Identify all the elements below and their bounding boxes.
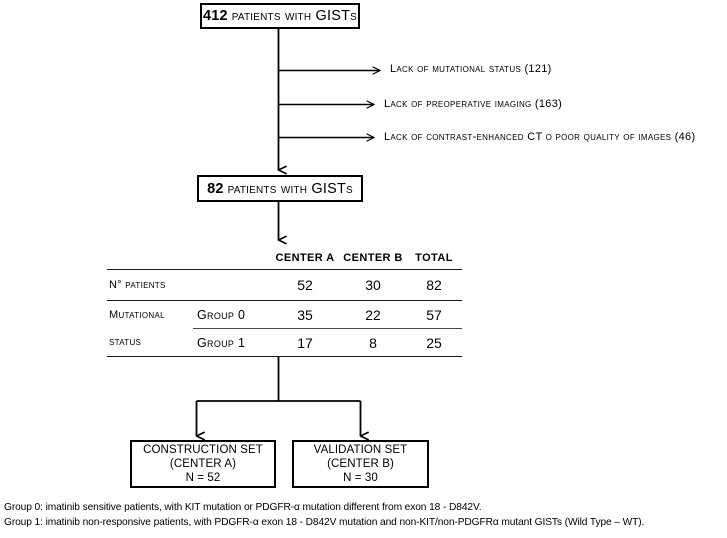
- validation-set-title: VALIDATION SET: [313, 444, 408, 456]
- cell-group0-total: 57: [406, 300, 462, 329]
- cell-group1-center-b: 8: [340, 328, 406, 357]
- row-label-status: status: [107, 328, 193, 357]
- construction-set-center: (CENTER A): [169, 458, 237, 470]
- mid-cohort-text: 82 patients with GISTs: [207, 181, 353, 197]
- node-top-cohort: 412 patients with GISTs: [200, 3, 360, 29]
- header-center-a: CENTER A: [270, 247, 340, 270]
- node-mid-cohort: 82 patients with GISTs: [197, 175, 363, 202]
- mutational-status-table: CENTER A CENTER B TOTAL N° patients 52 3…: [107, 247, 462, 357]
- node-validation-set: VALIDATION SET (CENTER B) N = 30: [292, 440, 429, 488]
- connector-table-split: [195, 356, 369, 441]
- top-cohort-label: patients with GISTs: [231, 8, 358, 24]
- construction-set-n: N = 52: [185, 472, 221, 484]
- row-group-blank: [193, 269, 270, 301]
- validation-set-center: (CENTER B): [327, 458, 394, 470]
- table-row: Mutational Group 0 35 22 57: [107, 300, 462, 329]
- row-group-1: Group 1: [193, 328, 270, 357]
- top-cohort-text: 412 patients with GISTs: [203, 8, 357, 24]
- row-label-mutational: Mutational: [109, 308, 165, 321]
- header-total: TOTAL: [406, 247, 462, 270]
- exclusion-label-0: Lack of mutational status (121): [390, 63, 552, 75]
- table-row: N° patients 52 30 82: [107, 269, 462, 301]
- exclusion-label-1: Lack of preoperative imaging (163): [384, 98, 563, 110]
- cell-patients-center-b: 30: [340, 269, 406, 301]
- header-center-b: CENTER B: [340, 247, 406, 270]
- cell-patients-center-a: 52: [270, 269, 340, 301]
- footnote-group-1: Group 1: imatinib non-responsive patient…: [4, 517, 645, 528]
- cell-patients-total: 82: [406, 269, 462, 301]
- cell-group0-center-a: 35: [270, 300, 340, 329]
- exclusion-label-2: Lack of contrast-enhanced CT o poor qual…: [384, 131, 696, 143]
- footnote-group-0: Group 0: imatinib sensitive patients, wi…: [4, 502, 482, 513]
- table-header-row: CENTER A CENTER B TOTAL: [107, 247, 462, 270]
- mid-cohort-label: patients with GISTs: [227, 180, 353, 197]
- validation-set-n: N = 30: [343, 472, 378, 484]
- cell-group1-total: 25: [406, 328, 462, 357]
- row-group-0: Group 0: [193, 300, 270, 329]
- table-row: status Group 1 17 8 25: [107, 328, 462, 357]
- construction-set-title: CONSTRUCTION SET: [143, 444, 263, 456]
- node-construction-set: CONSTRUCTION SET (CENTER A) N = 52: [130, 440, 276, 488]
- row-label-patients: N° patients: [107, 269, 193, 301]
- cell-group1-center-a: 17: [270, 328, 340, 357]
- cell-group0-center-b: 22: [340, 300, 406, 329]
- footnotes: Group 0: imatinib sensitive patients, wi…: [4, 500, 724, 530]
- header-blank-2: [193, 247, 270, 270]
- top-cohort-count: 412: [202, 8, 228, 24]
- header-blank-1: [107, 247, 193, 270]
- mid-cohort-count: 82: [207, 180, 224, 197]
